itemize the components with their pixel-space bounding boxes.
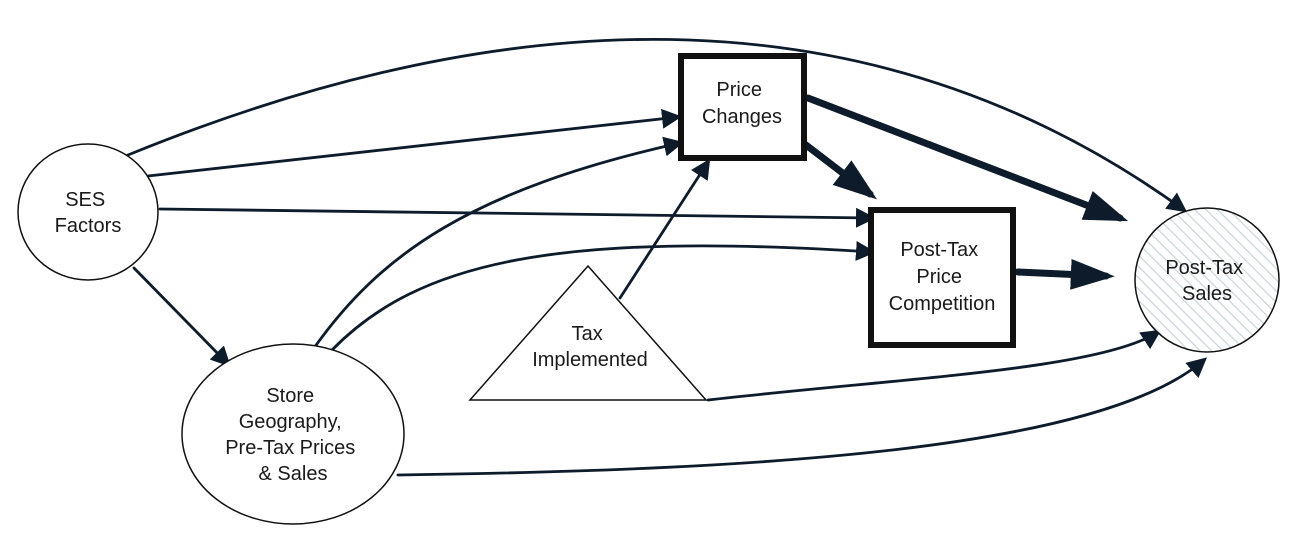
ses-label-line-2: Factors [55, 215, 122, 237]
store-label-line-2: Geography, [239, 411, 342, 433]
edge-price-changes-to-competition [802, 141, 877, 200]
tax-label-line-1: Tax [572, 323, 603, 345]
edge-tax-to-sales [706, 329, 1162, 402]
svg-text:Post-Tax Price Com: Post-Tax Price Competition [889, 239, 996, 315]
svg-text:Tax Implemented: Tax Implemented [532, 323, 648, 371]
competition-label-line-2: Price [916, 266, 962, 288]
svg-text:Post-Tax Sales: Post-Tax Sales [1165, 257, 1248, 305]
svg-text:Store Geography, P: Store Geography, Pre-Tax Prices & Sales [225, 385, 361, 485]
competition-label-line-1: Post-Tax [900, 239, 978, 261]
price-changes-label-line-2: Changes [702, 106, 782, 128]
edge-ses-to-store [132, 266, 231, 367]
store-label-line-4: & Sales [259, 463, 328, 485]
node-post-tax-sales: Post-Tax Sales [1134, 207, 1280, 353]
edge-price-changes-to-sales [804, 94, 1129, 222]
tax-label-line-2: Implemented [532, 349, 648, 371]
edge-store-to-sales [396, 357, 1208, 477]
edge-ses-to-price-changes [146, 108, 682, 178]
sales-label-line-2: Sales [1182, 283, 1232, 305]
edge-store-to-price-changes [312, 136, 684, 350]
sales-label-line-1: Post-Tax [1165, 257, 1243, 279]
edge-store-to-competition [330, 240, 876, 352]
edges [126, 38, 1208, 477]
node-tax-implemented: Tax Implemented [468, 264, 708, 401]
svg-text:SES Factors: SES Factors [55, 189, 122, 237]
ses-label-line-1: SES [65, 189, 105, 211]
svg-text:Price Changes: Price Changes [702, 79, 782, 128]
edge-ses-to-competition [158, 207, 876, 228]
edge-ses-to-sales [126, 38, 1188, 213]
edge-tax-to-price-changes [618, 158, 711, 300]
node-store-geography: Store Geography, Pre-Tax Prices & Sales [181, 343, 405, 525]
node-ses-factors: SES Factors [17, 143, 159, 281]
edge-competition-to-sales [1014, 259, 1115, 290]
store-label-line-3: Pre-Tax Prices [225, 437, 355, 459]
price-changes-label-line-1: Price [716, 79, 762, 101]
competition-label-line-3: Competition [889, 293, 996, 315]
node-price-changes: Price Changes [678, 53, 807, 161]
node-post-tax-price-competition: Post-Tax Price Competition [868, 207, 1016, 348]
store-label-line-1: Store [266, 385, 314, 407]
